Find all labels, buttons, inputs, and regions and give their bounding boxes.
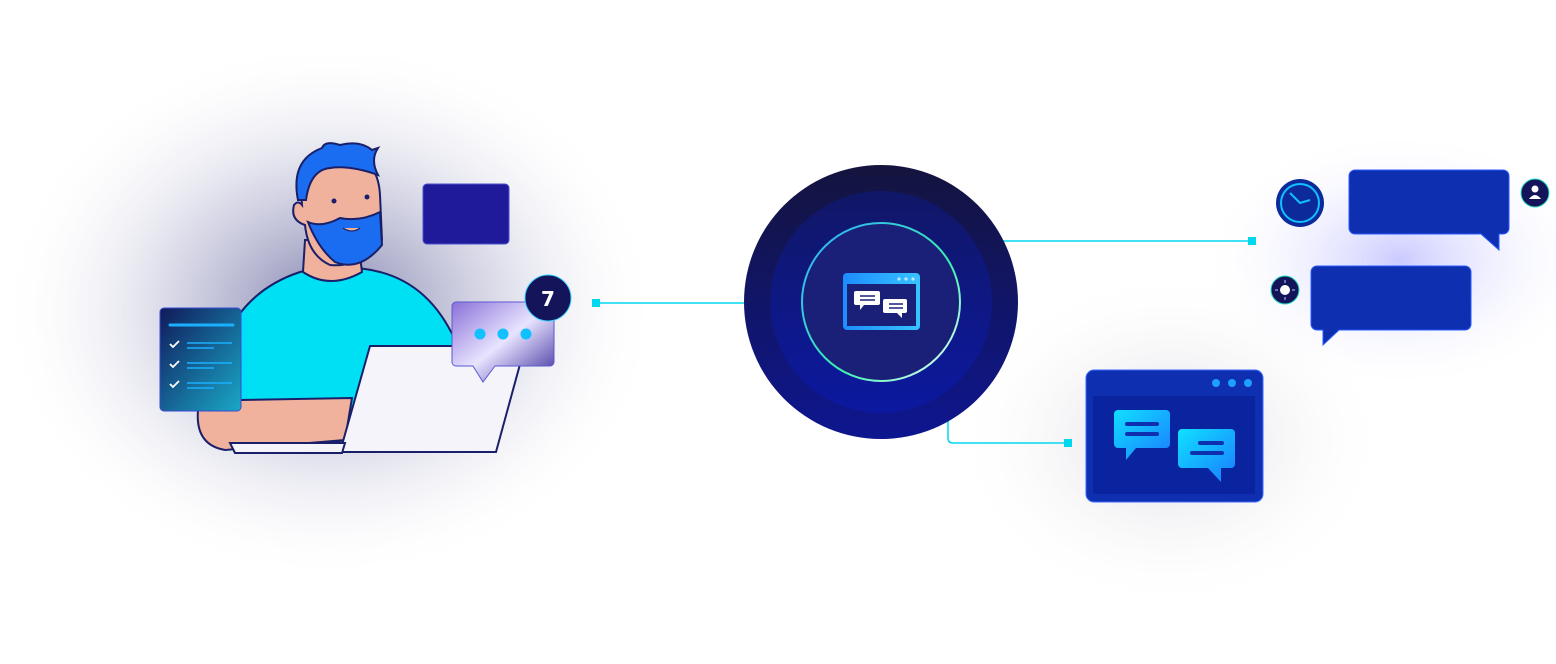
bar-chart-icon [422,183,510,245]
user-icon [1520,178,1550,208]
connector-right-top [1000,237,1256,245]
checklist-icon [159,307,242,412]
clock-icon [1276,179,1324,227]
notification-badge: 7 [524,274,572,322]
message-bubble-top [1348,169,1510,252]
connector-right-bottom [947,420,1072,447]
person-illustration [196,142,527,454]
chat-window-icon [843,273,920,330]
message-bubble-bottom [1310,265,1472,347]
chat-app-window [1085,369,1264,503]
settings-icon [1270,275,1300,305]
connector-left [592,299,748,307]
central-hub [744,165,1018,439]
notification-count: 7 [541,287,555,311]
